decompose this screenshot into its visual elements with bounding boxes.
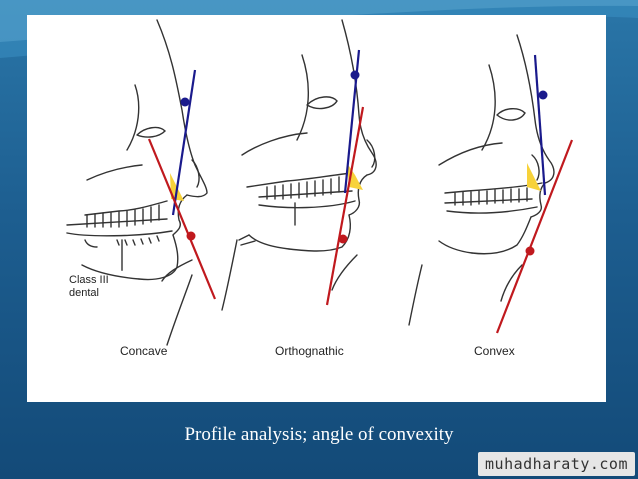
profile-convex: Convex xyxy=(408,34,574,358)
label-convex: Convex xyxy=(474,344,515,358)
watermark: muhadharaty.com xyxy=(478,452,635,476)
profile-concave: Concave xyxy=(66,19,217,358)
profile-figure: Concave Class III dental xyxy=(27,15,606,402)
label-orthognathic: Orthognathic xyxy=(275,344,344,358)
slide-caption: Profile analysis; angle of convexity xyxy=(184,424,454,445)
class-iii-annotation: Class III dental xyxy=(69,240,123,299)
annotation-class-iii: Class III xyxy=(69,274,109,286)
profile-orthognathic: Orthognathic xyxy=(221,19,377,358)
label-concave: Concave xyxy=(120,344,168,358)
annotation-dental: dental xyxy=(69,287,99,299)
